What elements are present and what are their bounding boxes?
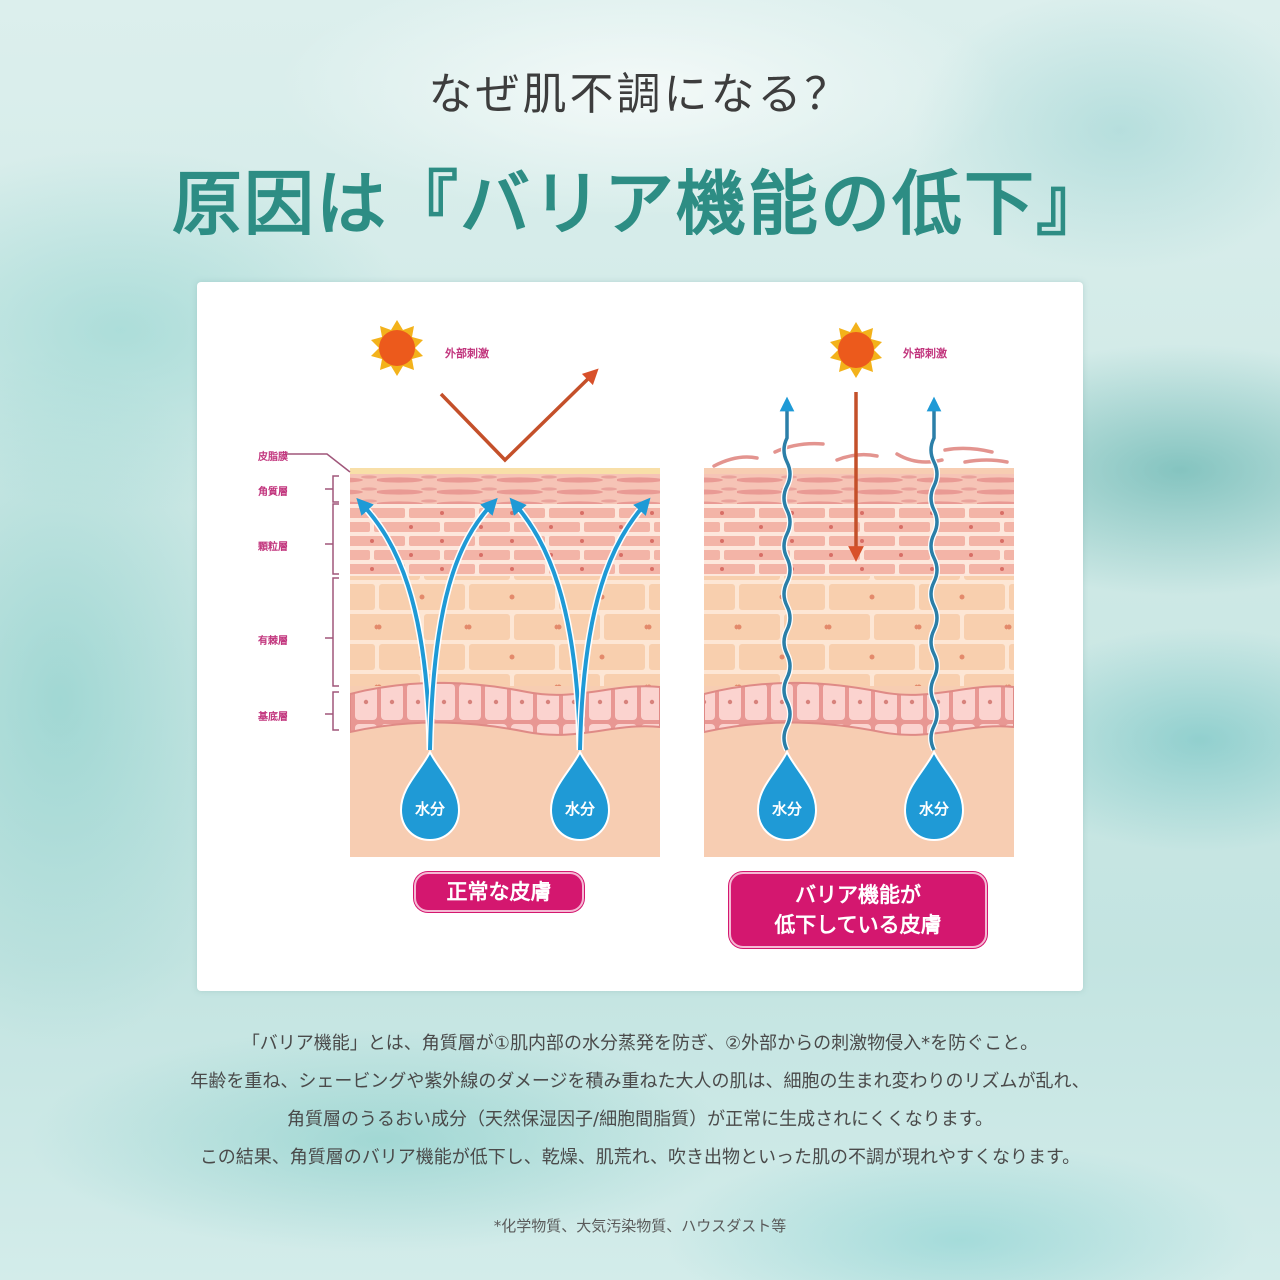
moisture-arrows-escaping xyxy=(779,396,942,752)
footnote: *化学物質、大気汚染物質、ハウスダスト等 xyxy=(493,1217,787,1235)
moisture-drop-icon xyxy=(903,749,965,842)
layer-brackets xyxy=(285,453,351,731)
explanation-line-4: この結果、角質層のバリア機能が低下し、乾燥、肌荒れ、吹き出物といった肌の不調が現… xyxy=(199,1147,1081,1168)
sun-icon xyxy=(830,322,882,378)
moisture-label: 水分 xyxy=(771,800,802,818)
explanation-line-2: 年齢を重ね、シェービングや紫外線のダメージを積み重ねた大人の肌は、細胞の生まれ変… xyxy=(190,1071,1090,1092)
page-headline: 原因は『バリア機能の低下』 xyxy=(172,162,1108,245)
moisture-arrows-retained xyxy=(356,497,651,751)
external-stimulus-label: 外部刺激 xyxy=(445,347,489,360)
moisture-label: 水分 xyxy=(414,800,445,818)
damaged-skin-panel xyxy=(704,468,1014,857)
sun-icon xyxy=(371,320,423,376)
skin-diagram xyxy=(285,320,1014,857)
damaged-caption-line-2: 低下している皮膚 xyxy=(774,913,942,937)
moisture-drop-icon xyxy=(399,749,461,842)
explanation-text: 「バリア機能」とは、角質層が①肌内部の水分蒸発を防ぎ、②外部からの刺激物侵入*を… xyxy=(0,1025,1280,1177)
moisture-drop-icon xyxy=(756,749,818,842)
layer-label-stratum-basale: 基底層 xyxy=(258,712,288,723)
layer-label-stratum-corneum: 角質層 xyxy=(258,487,288,498)
layer-label-sebum: 皮脂膜 xyxy=(258,452,288,463)
stimulus-reflect-arrow xyxy=(439,368,599,463)
external-stimulus-label: 外部刺激 xyxy=(903,347,947,360)
peeling-flakes xyxy=(712,441,1009,468)
layer-label-stratum-spinosum: 有棘層 xyxy=(258,636,288,647)
skin-diagram-card: 外部刺激 外部刺激 皮脂膜 角質層 顆粒層 有棘層 基底層 水分 水分 水分 水… xyxy=(197,282,1083,991)
moisture-label: 水分 xyxy=(918,800,949,818)
damaged-caption-line-1: バリア機能が xyxy=(795,883,921,907)
normal-skin-caption-badge: 正常な皮膚 xyxy=(414,872,584,912)
moisture-label: 水分 xyxy=(564,800,595,818)
moisture-drop-icon xyxy=(549,749,611,842)
layer-label-stratum-granulosum: 顆粒層 xyxy=(258,542,288,553)
damaged-skin-caption-badge: バリア機能が 低下している皮膚 xyxy=(729,872,987,948)
explanation-line-3: 角質層のうるおい成分（天然保湿因子/細胞間脂質）が正常に生成されにくくなります。 xyxy=(287,1109,993,1130)
normal-skin-panel xyxy=(350,468,660,857)
page-subtitle: なぜ肌不調になる？ xyxy=(428,69,852,120)
explanation-line-1: 「バリア機能」とは、角質層が①肌内部の水分蒸発を防ぎ、②外部からの刺激物侵入*を… xyxy=(241,1033,1039,1054)
